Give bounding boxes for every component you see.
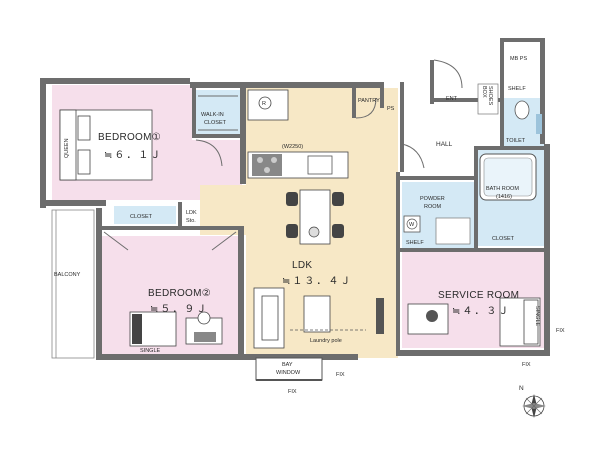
service-name: SERVICE ROOM <box>438 290 519 301</box>
ldk-sto-label-2: Sto. <box>186 218 196 224</box>
bedroom2-name: BEDROOM② <box>148 288 211 299</box>
ps-label: PS <box>387 106 395 112</box>
hall-door <box>401 143 425 169</box>
bedroom2-bed-label: SINGLE <box>140 348 161 354</box>
shelf1-label: SHELF <box>508 86 526 92</box>
ldk-sto-label-1: LDK <box>186 210 197 216</box>
laundry-pole-label: Laundry pole <box>310 338 342 344</box>
bedroom1-name: BEDROOM① <box>98 132 161 143</box>
desk-2 <box>185 311 223 345</box>
sink <box>307 155 333 175</box>
closet3-floor <box>476 228 546 246</box>
refrigerator-label: R <box>262 101 266 107</box>
shoes-box <box>477 83 499 115</box>
ent-label: ENT <box>446 96 458 102</box>
pantry-label: PANTRY <box>358 98 380 104</box>
service-size: ≒４．３Ｊ <box>452 306 510 317</box>
dining-set <box>286 189 344 245</box>
ldk-size: ≒１３．４Ｊ <box>282 276 352 287</box>
fix-label-2: FIX <box>288 389 297 395</box>
bath-label: BATH ROOM <box>486 186 519 192</box>
bedroom1-door <box>195 139 223 167</box>
bedroom2-size: ≒５．９Ｊ <box>150 304 208 315</box>
shoes-box-label-1: SHOES <box>487 86 493 106</box>
kitchen-width: (W2250) <box>282 144 303 150</box>
fix-label-1: FIX <box>336 372 345 378</box>
sofa-set <box>253 287 384 349</box>
washer-label: W <box>409 222 415 228</box>
fix-label-4: FIX <box>522 362 531 368</box>
hall-floor <box>400 104 476 176</box>
walkin-label-1: WALK-IN <box>201 112 224 118</box>
toilet-sink <box>536 114 542 134</box>
service-bed-label: SINGLE <box>534 306 540 327</box>
vanity <box>435 217 471 245</box>
balcony-area <box>51 209 95 359</box>
queen-bed <box>59 109 153 181</box>
walls <box>40 38 550 360</box>
bay-window-label-1: BAY <box>282 362 293 368</box>
bedroom1-size: ≒６．１Ｊ <box>104 150 162 161</box>
single-bed-service <box>499 297 541 347</box>
single-bed-2 <box>129 311 177 347</box>
service-desk <box>407 303 449 335</box>
compass <box>522 394 546 418</box>
fix-label-3: FIX <box>556 328 565 334</box>
pantry-door <box>355 97 377 119</box>
queen-label: QUEEN <box>64 138 70 158</box>
balcony-label: BALCONY <box>54 272 81 278</box>
walkin-label-2: CLOSET <box>204 120 227 126</box>
bay-window-label-2: WINDOW <box>276 370 301 376</box>
shelf2-label: SHELF <box>406 240 424 246</box>
mbps-label: MB PS <box>510 56 527 62</box>
bedroom2-closet-door <box>103 231 237 251</box>
entrance-door <box>433 59 463 89</box>
toilet-label: TOILET <box>506 138 526 144</box>
powder-label-1: POWDER <box>420 196 445 202</box>
ldk-name: LDK <box>292 260 312 271</box>
closet1-label: CLOSET <box>130 214 153 220</box>
compass-n-label: N <box>519 385 524 392</box>
walkin-floor <box>196 90 242 136</box>
closet1-floor <box>114 206 176 224</box>
bath-sub-label: (1416) <box>496 194 512 200</box>
closet3-label: CLOSET <box>492 236 515 242</box>
hall-label: HALL <box>436 141 453 148</box>
toilet-fixture <box>514 100 530 120</box>
refrigerator-icon <box>258 96 272 110</box>
powder-label-2: ROOM <box>424 204 442 210</box>
shoes-box-label-2: BOX <box>481 86 487 98</box>
